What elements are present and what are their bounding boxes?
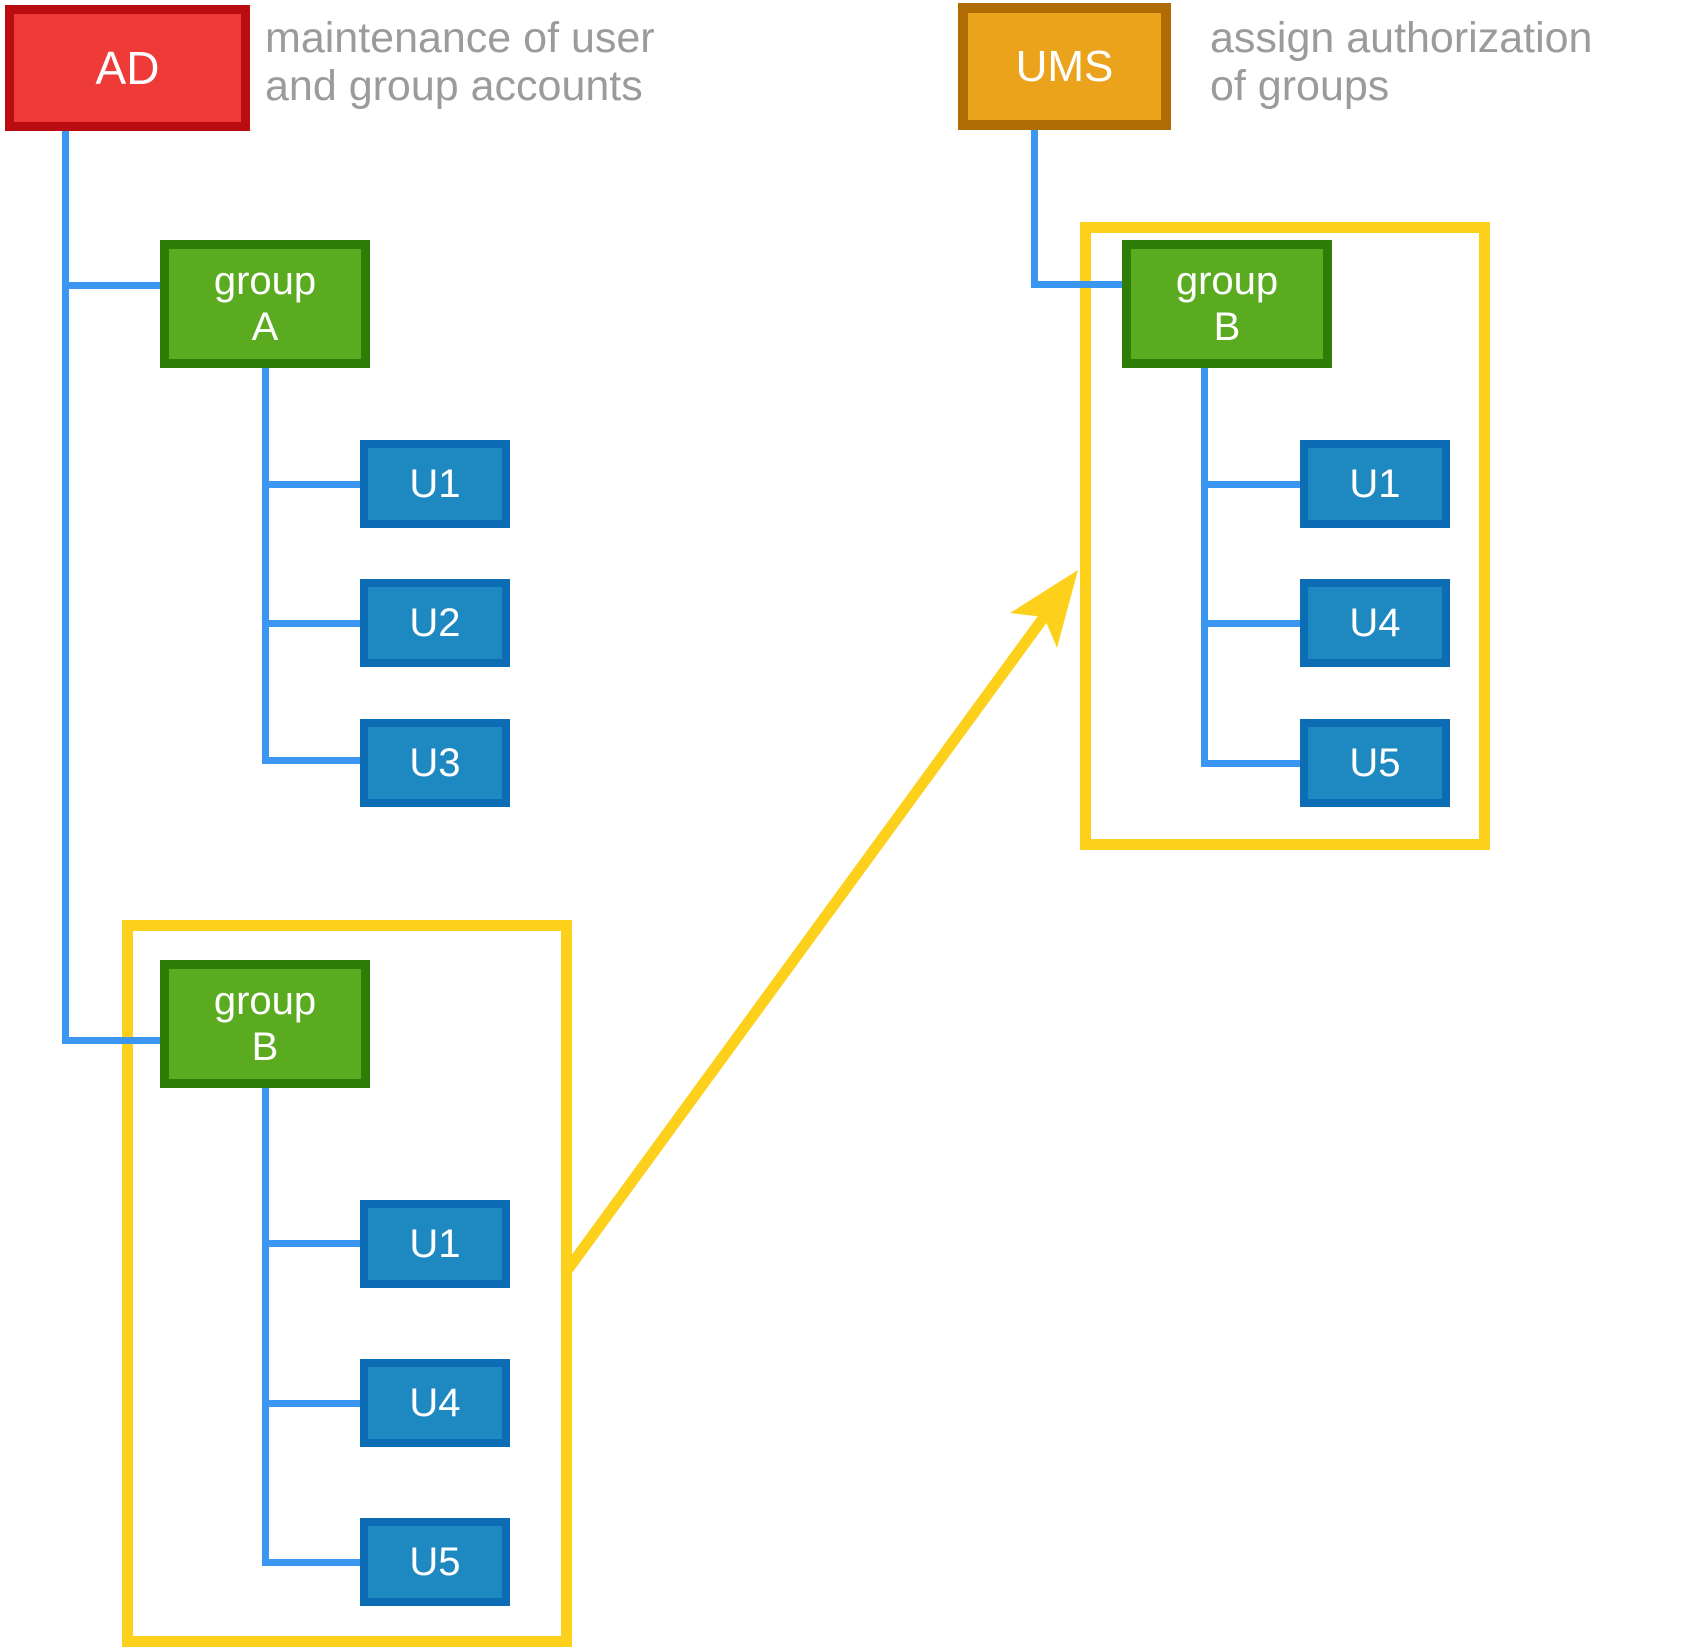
connector-group-b-left-drop	[262, 1088, 269, 1566]
group-a-label-line1: group	[213, 259, 317, 303]
group-b-left-user-u4-label: U4	[409, 1380, 461, 1425]
ums-label: UMS	[1015, 41, 1114, 91]
left-group-b-container	[122, 920, 572, 1647]
connector-group-a-u1	[262, 481, 360, 488]
group-b-left-user-u5-box: U5	[360, 1518, 510, 1606]
group-b-right-label-line2: B	[1213, 305, 1241, 349]
group-a-user-u1-box: U1	[360, 440, 510, 528]
arrow-head-icon	[1010, 570, 1078, 648]
group-a-user-u2-box: U2	[360, 579, 510, 667]
group-b-right-user-u4-box: U4	[1300, 579, 1450, 667]
ad-description: maintenance of user and group accounts	[265, 14, 655, 110]
group-a-user-u1-label: U1	[409, 461, 461, 506]
connector-group-b-right-u1	[1201, 481, 1300, 488]
group-b-left-user-u5-label: U5	[409, 1539, 461, 1584]
connector-ums-drop	[1031, 130, 1038, 288]
ums-description: assign authorization of groups	[1210, 14, 1592, 110]
group-b-left-user-u4-box: U4	[360, 1359, 510, 1447]
connector-group-b-left-u5	[262, 1559, 360, 1566]
connector-ums-to-group-b	[1031, 281, 1123, 288]
group-b-right-user-u5-label: U5	[1349, 740, 1401, 785]
group-a-label-line2: A	[251, 305, 279, 349]
connector-group-b-right-u5	[1201, 760, 1300, 767]
ums-description-line1: assign authorization	[1210, 14, 1593, 62]
ad-box: AD	[5, 5, 250, 131]
connector-group-b-left-u1	[262, 1240, 360, 1247]
connector-group-b-left-u4	[262, 1400, 360, 1407]
connector-ad-drop	[62, 131, 69, 1044]
group-b-right-user-u4-label: U4	[1349, 600, 1401, 645]
group-a-user-u2-label: U2	[409, 600, 461, 645]
group-a-user-u3-box: U3	[360, 719, 510, 807]
arrow-shaft	[561, 613, 1049, 1276]
ad-label: AD	[95, 42, 160, 94]
group-a-box: group A	[160, 240, 370, 368]
connector-group-b-right-u4	[1201, 620, 1300, 627]
group-b-right-user-u1-label: U1	[1349, 461, 1401, 506]
ums-description-line2: of groups	[1210, 62, 1390, 110]
connector-ad-to-group-a	[62, 282, 161, 289]
group-b-left-label-line1: group	[213, 979, 317, 1023]
group-b-right-user-u5-box: U5	[1300, 719, 1450, 807]
ad-description-line2: and group accounts	[265, 62, 643, 110]
ums-box: UMS	[958, 3, 1171, 130]
connector-group-a-u2	[262, 620, 360, 627]
connector-group-a-u3	[262, 757, 360, 764]
connector-group-a-drop	[262, 368, 269, 764]
group-a-user-u3-label: U3	[409, 740, 461, 785]
group-b-right-label-line1: group	[1175, 259, 1279, 303]
group-b-left-user-u1-box: U1	[360, 1200, 510, 1288]
connector-ad-to-group-b	[62, 1037, 161, 1044]
right-group-b-container	[1080, 222, 1490, 850]
group-b-left-user-u1-label: U1	[409, 1221, 461, 1266]
connector-group-b-right-drop	[1201, 368, 1208, 767]
ad-description-line1: maintenance of user	[265, 14, 655, 62]
group-b-left-box: group B	[160, 960, 370, 1088]
group-b-right-user-u1-box: U1	[1300, 440, 1450, 528]
group-b-left-label-line2: B	[251, 1025, 279, 1069]
group-b-right-box: group B	[1122, 240, 1332, 368]
